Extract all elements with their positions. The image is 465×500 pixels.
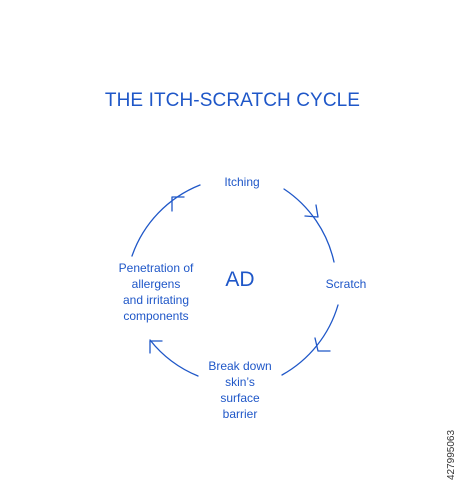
side-id-text: 427995063: [446, 429, 457, 480]
arrowhead-scratch: [304, 204, 319, 218]
arrow-penetration-to-itching: [131, 184, 201, 257]
step-breakdown-line-1: Break down: [208, 359, 272, 373]
arrow-scratch-to-breakdown: [281, 304, 339, 376]
step-penetration-line-4: components: [123, 309, 189, 323]
step-penetration-line-3: and irritating: [122, 293, 190, 307]
step-penetration-line-1: Penetration of: [118, 261, 194, 275]
step-scratch-line: Scratch: [325, 277, 367, 291]
arrowhead-breakdown: [314, 337, 331, 352]
arrow-itching-to-scratch: [283, 188, 335, 263]
step-breakdown-line-2: skin’s: [225, 375, 255, 389]
diagram-title: THE ITCH-SCRATCH CYCLE: [104, 90, 361, 111]
step-break-down-barrier: Break down skin’s surface barrier: [190, 358, 290, 422]
step-itching-line: Itching: [224, 175, 260, 189]
step-breakdown-line-3: surface: [220, 391, 260, 405]
arrow-breakdown-to-penetration: [149, 339, 199, 377]
step-itching: Itching: [202, 174, 282, 190]
arrowhead-penetration: [149, 340, 163, 354]
step-scratch: Scratch: [306, 276, 386, 292]
step-penetration-line-2: allergens: [131, 277, 181, 291]
step-penetration-of-allergens: Penetration of allergens and irritating …: [88, 260, 224, 324]
step-breakdown-line-4: barrier: [222, 407, 258, 421]
arrowhead-itching: [171, 196, 185, 212]
center-label-ad: AD: [225, 268, 255, 291]
